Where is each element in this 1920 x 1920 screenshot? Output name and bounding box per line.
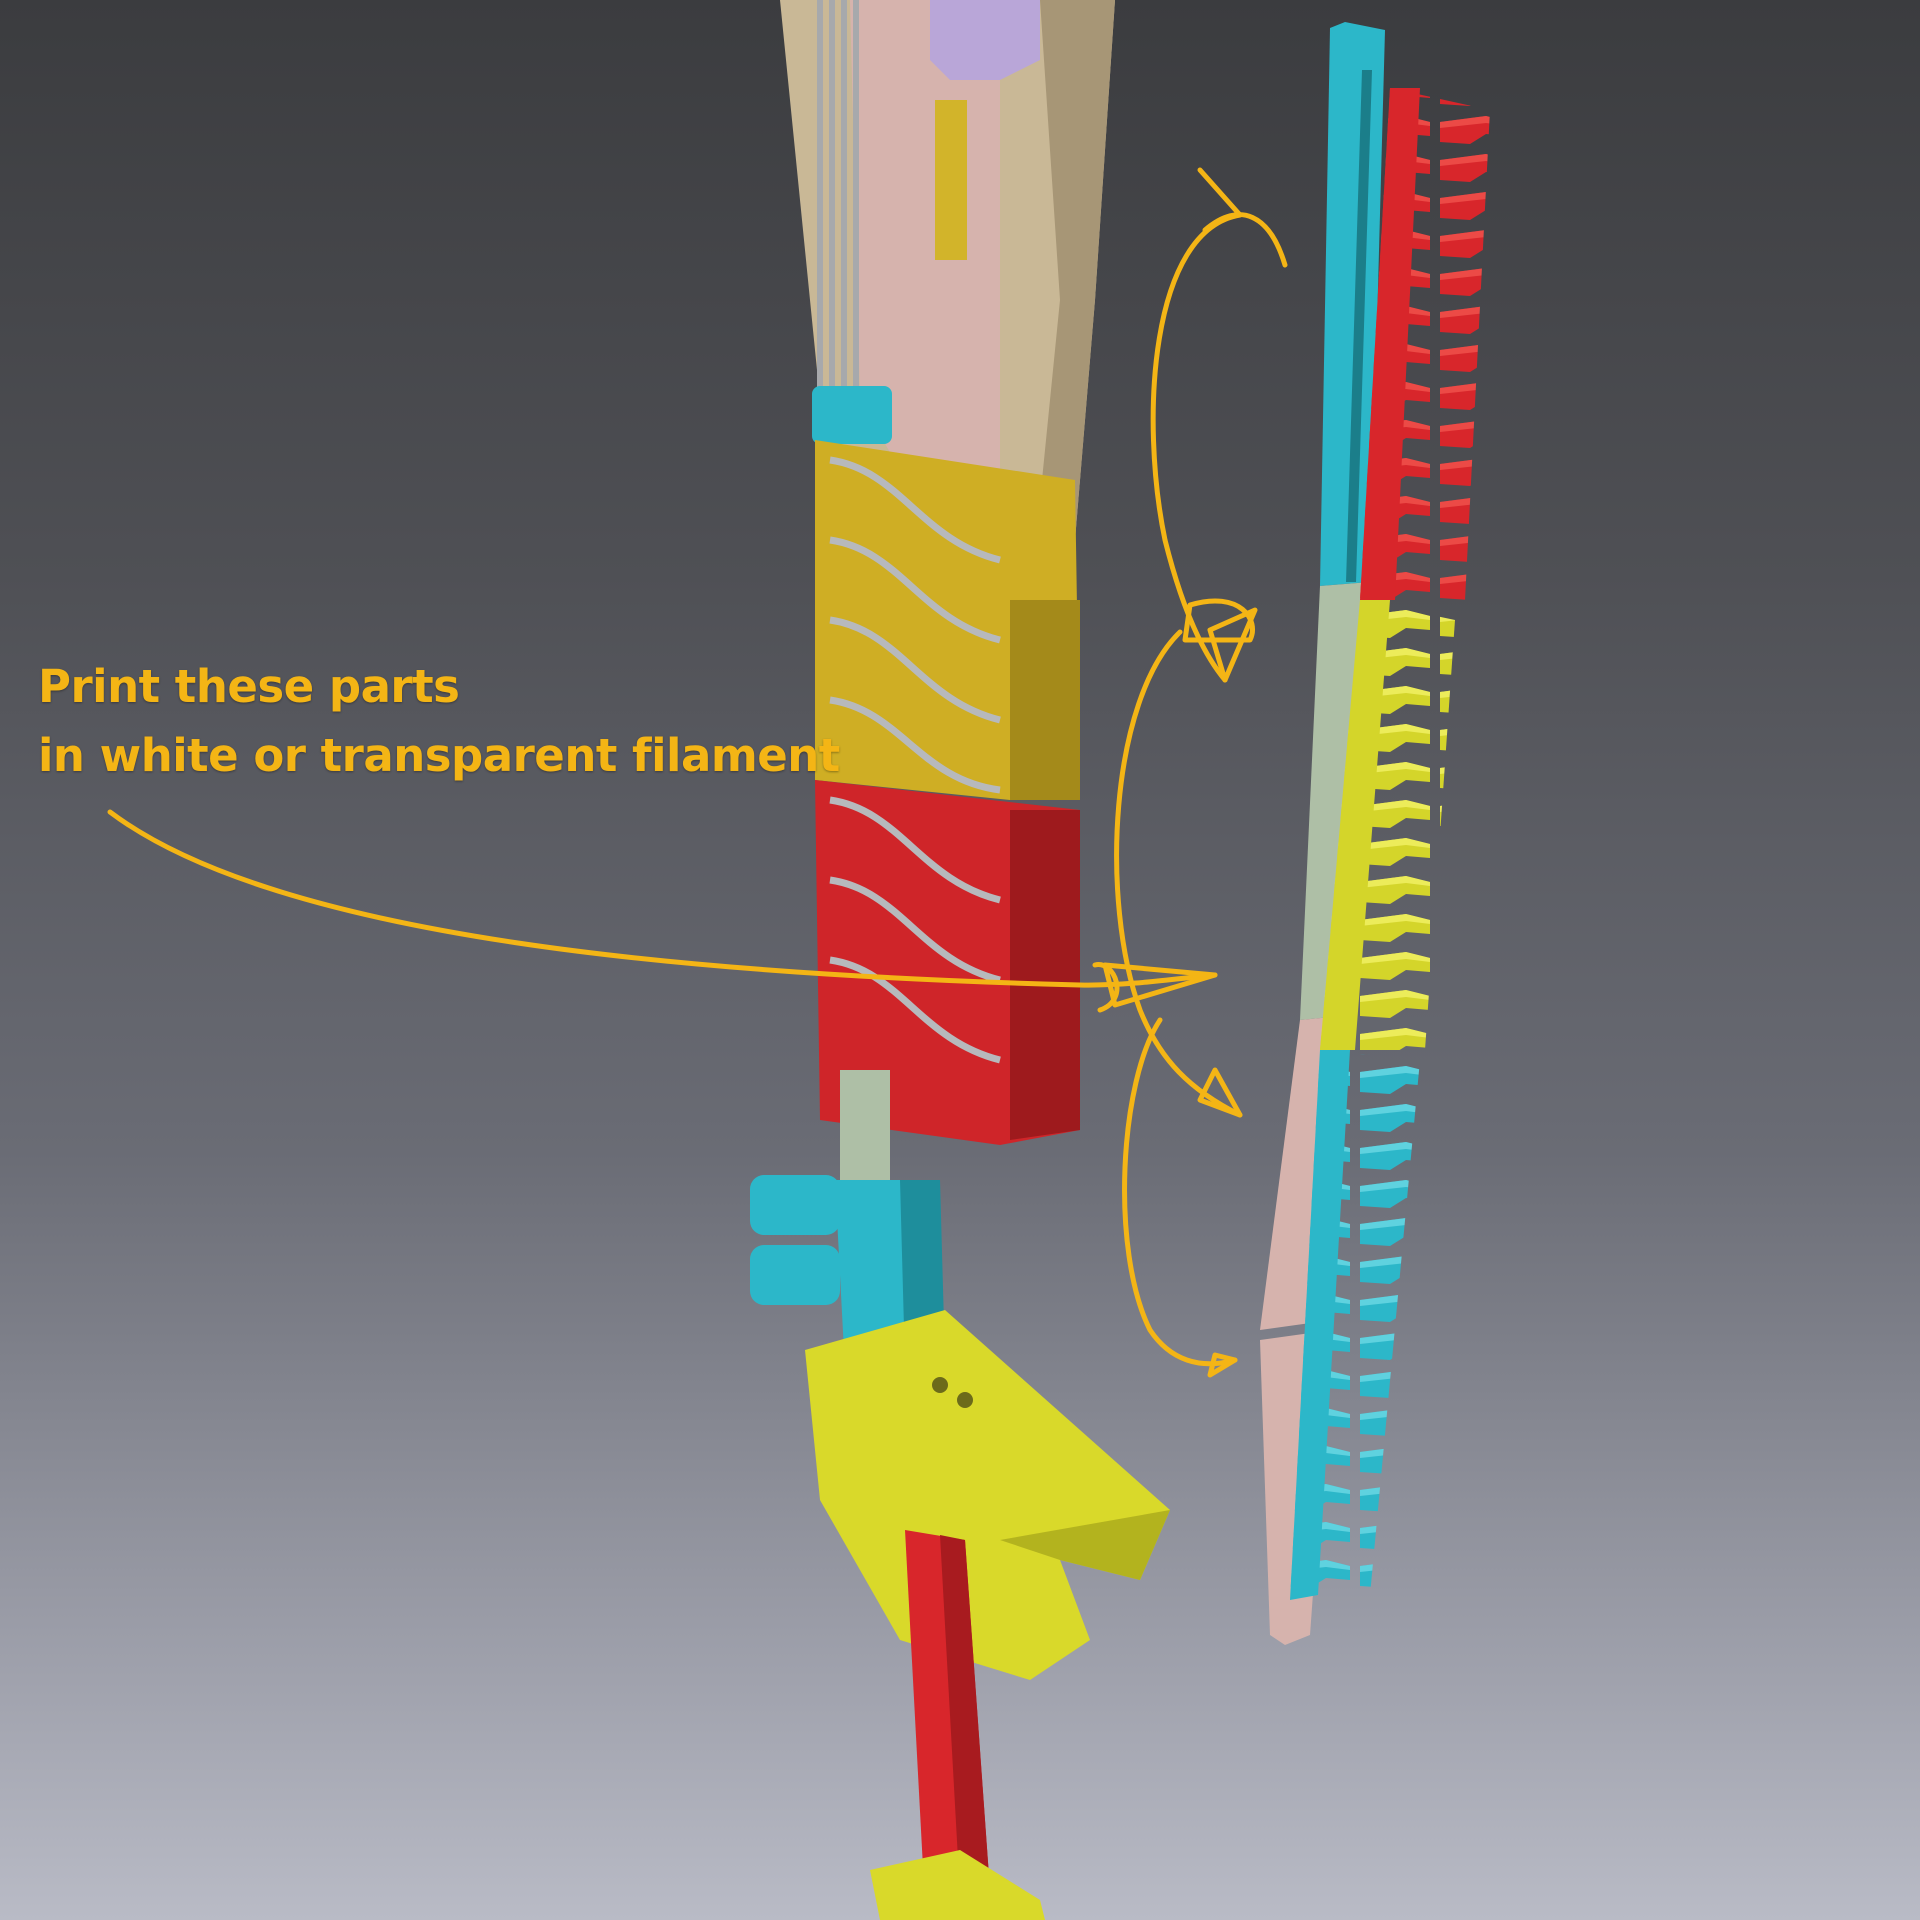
arrow-head-middle-icon xyxy=(1182,598,1255,1118)
pointer-arrow xyxy=(107,809,1218,988)
arrow-head-icon xyxy=(1092,962,1218,1013)
arrow-head-top-icon xyxy=(1202,212,1288,683)
note-line-2: in white or transparent filament xyxy=(38,729,840,782)
red-cable-guides xyxy=(815,780,1080,1145)
curve-arrow-middle xyxy=(1114,629,1243,1118)
cyan-connector-block xyxy=(750,1070,945,1370)
curve-arrow-top xyxy=(1150,167,1243,683)
red-handle xyxy=(870,1530,1045,1920)
arrow-head-bottom-icon xyxy=(1207,1352,1238,1378)
print-instruction-note: Print these parts in white or transparen… xyxy=(38,652,840,790)
curve-arrow-bottom xyxy=(1122,1017,1238,1367)
annotation-arrows xyxy=(107,167,1288,1378)
exploded-rail-teeth xyxy=(1290,88,1490,1600)
yellow-cable-guides xyxy=(815,440,1080,800)
note-line-1: Print these parts xyxy=(38,660,460,713)
lime-grip xyxy=(805,1310,1170,1680)
